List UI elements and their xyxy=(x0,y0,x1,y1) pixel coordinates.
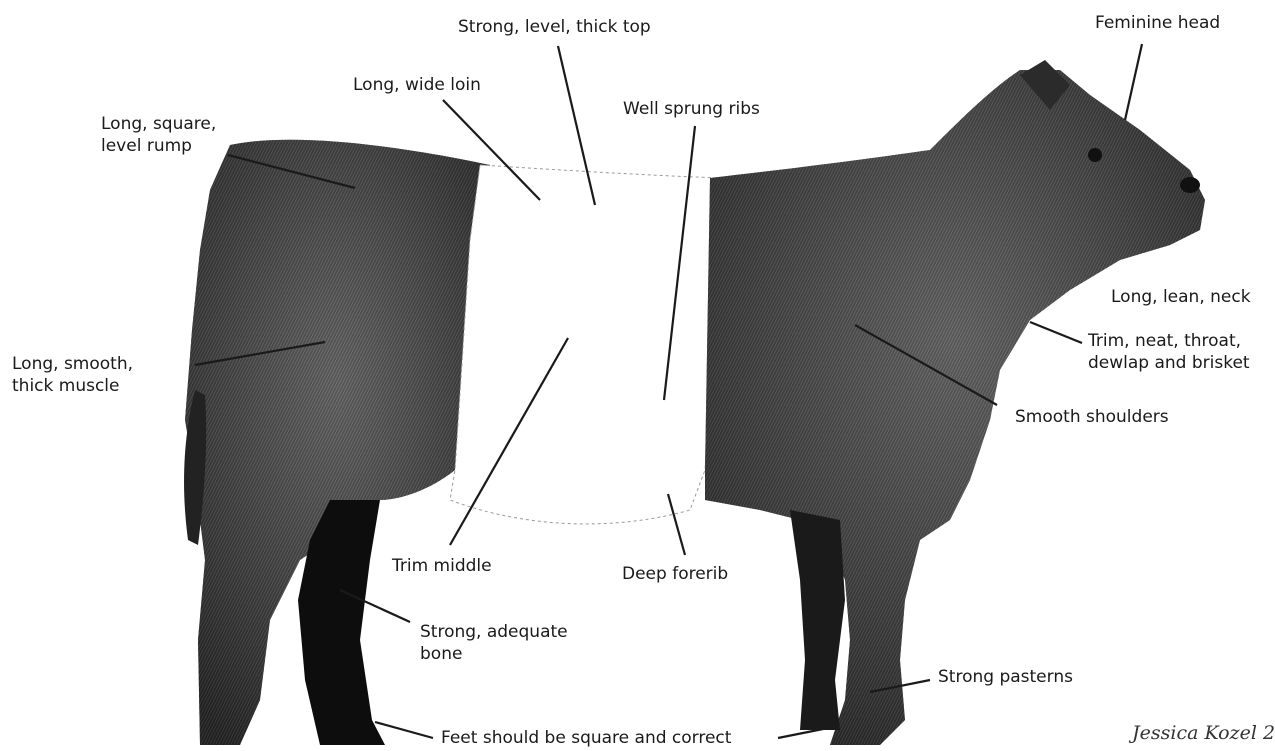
cow-front-quarter xyxy=(705,60,1205,745)
label-feet-square-correct: Feet should be square and correct xyxy=(441,727,731,749)
label-line-2: bone xyxy=(420,643,568,665)
label-line-1: Long, square, xyxy=(101,113,216,135)
leader-feet-left xyxy=(375,722,433,738)
label-long-square-level-rump: Long, square, level rump xyxy=(101,113,216,157)
label-line-1: Long, smooth, xyxy=(12,353,133,375)
label-strong-pasterns: Strong pasterns xyxy=(938,666,1073,688)
label-long-smooth-thick-muscle: Long, smooth, thick muscle xyxy=(12,353,133,397)
cow-white-belt xyxy=(450,165,720,524)
label-line-1: Strong, adequate xyxy=(420,621,568,643)
label-line-2: thick muscle xyxy=(12,375,133,397)
label-deep-forerib: Deep forerib xyxy=(622,563,728,585)
label-strong-level-thick-top: Strong, level, thick top xyxy=(458,16,651,38)
artist-credit: Jessica Kozel 2 xyxy=(1132,722,1275,744)
label-line-2: dewlap and brisket xyxy=(1088,352,1250,374)
leader-throat xyxy=(1030,322,1082,343)
label-long-lean-neck: Long, lean, neck xyxy=(1111,286,1251,308)
label-well-sprung-ribs: Well sprung ribs xyxy=(623,98,760,120)
label-trim-middle: Trim middle xyxy=(392,555,492,577)
label-trim-neat-throat: Trim, neat, throat, dewlap and brisket xyxy=(1088,330,1250,374)
label-line-1: Trim, neat, throat, xyxy=(1088,330,1250,352)
label-strong-adequate-bone: Strong, adequate bone xyxy=(420,621,568,665)
label-long-wide-loin: Long, wide loin xyxy=(353,74,481,96)
leader-head xyxy=(1125,44,1142,120)
label-line-2: level rump xyxy=(101,135,216,157)
label-feminine-head: Feminine head xyxy=(1095,12,1220,34)
label-smooth-shoulders: Smooth shoulders xyxy=(1015,406,1169,428)
